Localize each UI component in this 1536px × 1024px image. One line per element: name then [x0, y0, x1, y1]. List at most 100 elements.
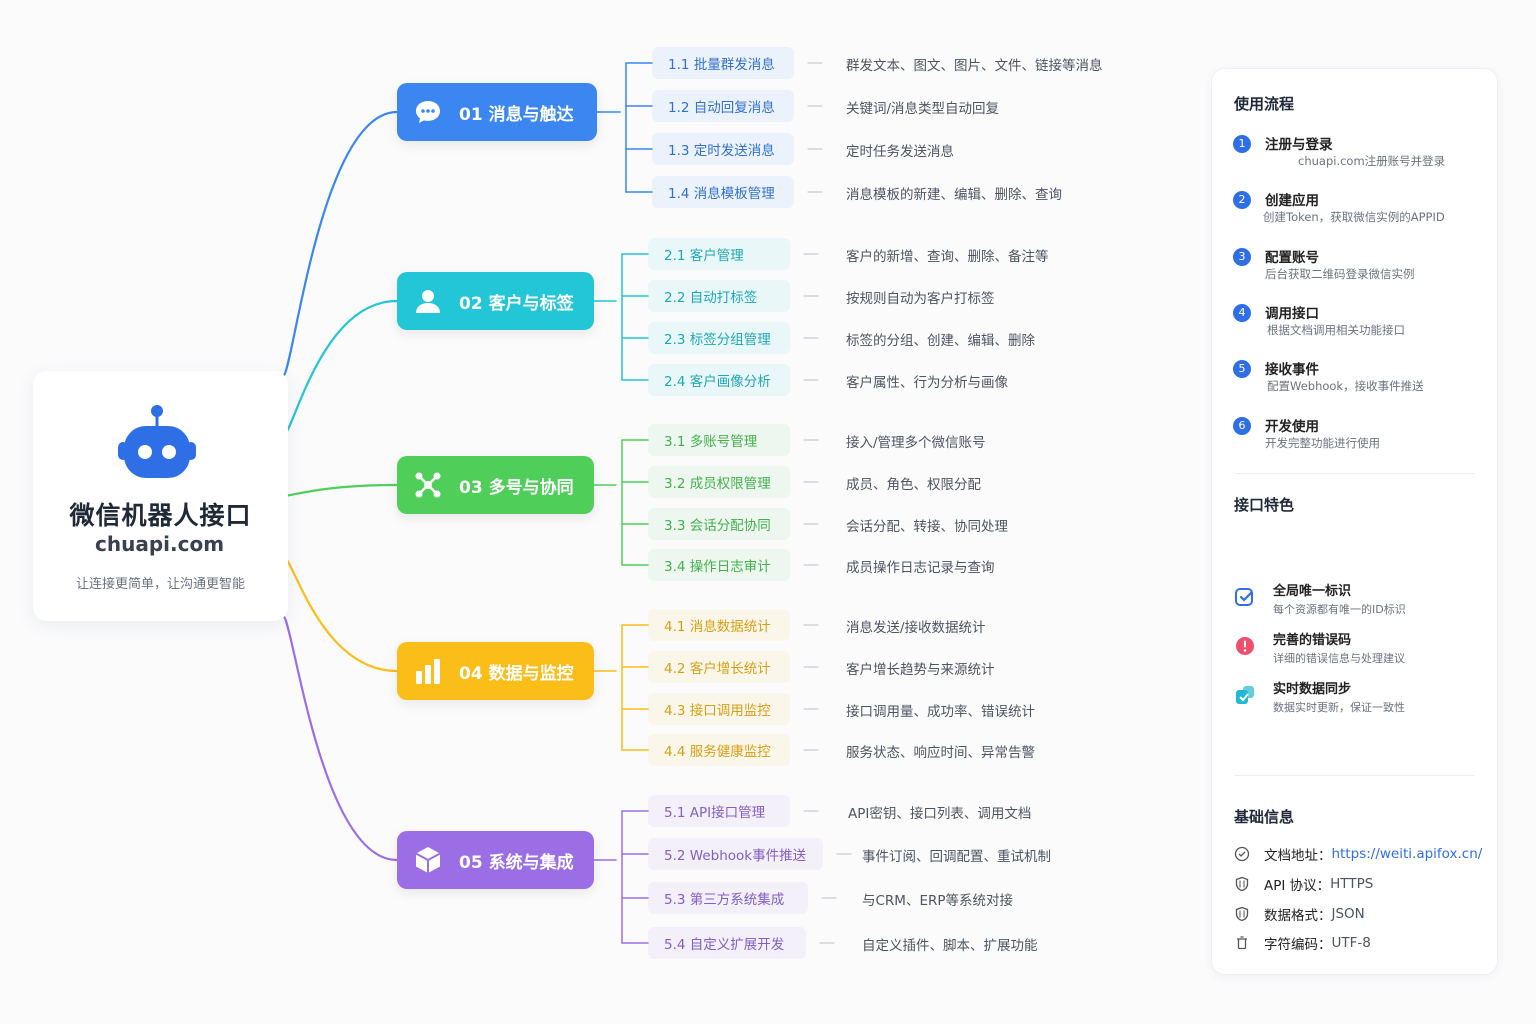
feature-item[interactable]: 4.1 消息数据统计	[648, 609, 790, 641]
feature-item[interactable]: 3.3 会话分配协同	[648, 508, 790, 540]
basic-info-label: API 协议：	[1264, 878, 1331, 894]
step-number: 5	[1233, 360, 1251, 378]
encoding-icon	[1234, 935, 1250, 951]
feature-description: 事件订阅、回调配置、重试机制	[862, 849, 1051, 865]
divider	[1234, 473, 1474, 474]
feature-item[interactable]: 5.2 Webhook事件推送	[648, 838, 823, 870]
step-description: chuapi.com注册账号并登录	[1298, 154, 1446, 168]
category-node-4[interactable]: 04 数据与监控	[397, 642, 594, 700]
connector-line	[281, 110, 399, 378]
feature-description: 群发文本、图文、图片、文件、链接等消息	[846, 58, 1103, 74]
feature-title: 全局唯一标识	[1273, 584, 1352, 599]
feature-description: 服务状态、响应时间、异常告警	[846, 745, 1035, 761]
feature-item[interactable]: 1.2 自动回复消息	[652, 90, 794, 122]
step-title: 调用接口	[1265, 306, 1319, 322]
divider	[1234, 775, 1474, 776]
basic-info-label: 文档地址：	[1264, 848, 1332, 864]
features-title: 接口特色	[1234, 496, 1295, 514]
check-shield-icon	[1234, 586, 1256, 608]
feature-item[interactable]: 1.4 消息模板管理	[652, 176, 794, 208]
feature-item[interactable]: 2.2 自动打标签	[648, 280, 790, 312]
basic-info-row: 数据格式：JSON	[1234, 904, 1365, 924]
step-title: 接收事件	[1265, 362, 1319, 378]
feature-desc: 每个资源都有唯一的ID标识	[1273, 603, 1406, 616]
basic-info-value: HTTPS	[1330, 876, 1374, 892]
feature-desc: 数据实时更新，保证一致性	[1273, 701, 1405, 714]
feature-description: 成员、角色、权限分配	[846, 477, 981, 493]
step-title: 创建应用	[1265, 193, 1319, 209]
chat-bubble-icon	[413, 97, 443, 127]
step-number: 3	[1233, 248, 1251, 266]
basic-info-value: JSON	[1331, 906, 1365, 922]
robot-icon	[118, 405, 196, 478]
basic-info-row: 字符编码：UTF-8	[1234, 933, 1371, 953]
feature-item[interactable]: 5.4 自定义扩展开发	[648, 927, 806, 959]
category-label: 03 多号与协同	[459, 477, 574, 498]
feature-description: 接口调用量、成功率、错误统计	[846, 704, 1035, 720]
root-domain: chuapi.com	[95, 532, 225, 556]
doc-link[interactable]: https://weiti.apifox.cn/	[1331, 846, 1483, 862]
feature-description: 自定义插件、脚本、扩展功能	[862, 938, 1038, 954]
feature-description: 客户属性、行为分析与画像	[846, 375, 1008, 391]
category-node-1[interactable]: 01 消息与触达	[397, 83, 597, 141]
basic-info-label: 数据格式：	[1264, 908, 1332, 924]
category-node-2[interactable]: 02 客户与标签	[397, 272, 594, 330]
category-node-5[interactable]: 05 系统与集成	[397, 831, 594, 889]
network-icon	[413, 470, 443, 500]
category-label: 04 数据与监控	[459, 663, 574, 684]
basic-info-value: UTF-8	[1331, 935, 1371, 951]
format-icon	[1234, 906, 1250, 922]
basic-info-row: 文档地址：https://weiti.apifox.cn/	[1234, 844, 1482, 864]
step-description: 后台获取二维码登录微信实例	[1265, 267, 1415, 281]
feature-item[interactable]: 1.3 定时发送消息	[652, 133, 794, 165]
feature-item[interactable]: 1.1 批量群发消息	[652, 47, 794, 79]
category-node-3[interactable]: 03 多号与协同	[397, 456, 594, 514]
feature-description: 关键词/消息类型自动回复	[846, 101, 1000, 117]
category-label: 01 消息与触达	[459, 104, 574, 125]
step-number: 6	[1233, 417, 1251, 435]
feature-description: 客户的新增、查询、删除、备注等	[846, 249, 1049, 265]
bar-chart-icon	[413, 656, 443, 686]
feature-title: 实时数据同步	[1273, 682, 1352, 697]
feature-item[interactable]: 2.1 客户管理	[648, 238, 790, 270]
feature-item[interactable]: 5.3 第三方系统集成	[648, 882, 808, 914]
shield-icon	[1234, 876, 1250, 892]
connector-line	[281, 554, 399, 673]
workflow-title: 使用流程	[1234, 95, 1295, 113]
feature-description: 按规则自动为客户打标签	[846, 291, 995, 307]
feature-item[interactable]: 3.1 多账号管理	[648, 424, 790, 456]
feature-item[interactable]: 5.1 API接口管理	[648, 795, 790, 827]
connector-line	[281, 614, 399, 862]
connector-line	[281, 483, 399, 498]
step-number: 1	[1233, 135, 1251, 153]
feature-item[interactable]: 3.2 成员权限管理	[648, 466, 790, 498]
feature-description: 接入/管理多个微信账号	[846, 435, 986, 451]
root-tagline: 让连接更简单，让沟通更智能	[75, 577, 245, 592]
feature-item[interactable]: 4.2 客户增长统计	[648, 651, 790, 683]
feature-item[interactable]: 4.4 服务健康监控	[648, 734, 790, 766]
feature-desc: 详细的错误信息与处理建议	[1273, 652, 1405, 665]
feature-description: 与CRM、ERP等系统对接	[862, 893, 1014, 909]
feature-item[interactable]: 4.3 接口调用监控	[648, 693, 790, 725]
feature-description: 会话分配、转接、协同处理	[846, 519, 1008, 535]
user-icon	[413, 286, 443, 316]
info-panel	[1211, 68, 1498, 975]
feature-item[interactable]: 3.4 操作日志审计	[648, 549, 790, 581]
cube-icon	[413, 845, 443, 875]
step-description: 创建Token，获取微信实例的APPID	[1263, 210, 1445, 224]
root-title: 微信机器人接口	[69, 501, 252, 530]
feature-item[interactable]: 2.4 客户画像分析	[648, 364, 790, 396]
step-title: 开发使用	[1265, 419, 1319, 435]
category-label: 02 客户与标签	[459, 293, 574, 314]
step-description: 开发完整功能进行使用	[1265, 436, 1380, 450]
step-description: 配置Webhook，接收事件推送	[1267, 379, 1424, 393]
step-title: 配置账号	[1265, 250, 1319, 266]
step-description: 根据文档调用相关功能接口	[1267, 323, 1405, 337]
sync-icon	[1234, 684, 1256, 706]
feature-description: 标签的分组、创建、编辑、删除	[846, 333, 1035, 349]
basic-info-row: API 协议：HTTPS	[1234, 874, 1373, 894]
feature-item[interactable]: 2.3 标签分组管理	[648, 322, 790, 354]
feature-description: 消息模板的新建、编辑、删除、查询	[846, 187, 1062, 203]
feature-description: 定时任务发送消息	[846, 144, 954, 160]
feature-description: 消息发送/接收数据统计	[846, 620, 986, 636]
